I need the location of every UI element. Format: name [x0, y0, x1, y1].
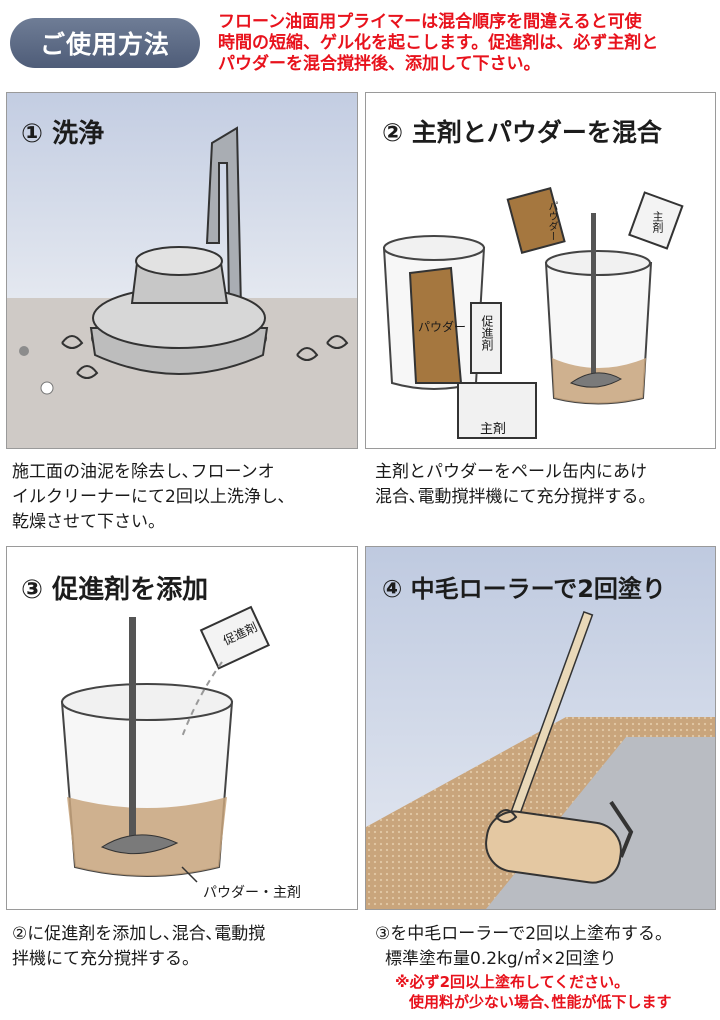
accelerator-drawing: [7, 547, 357, 909]
step1-illustration: ① 洗浄: [6, 92, 358, 449]
page-title: ご使用方法: [10, 18, 200, 68]
step-title: ③ 促進剤を添加: [21, 575, 209, 605]
step2-caption: 主剤とパウダーをペール缶内にあけ 混合､電動撹拌機にて充分撹拌する。: [375, 460, 720, 510]
powder-small-label: パウダー: [546, 201, 557, 241]
powder-bag-label: パウダー: [418, 320, 467, 334]
caption-line: 乾燥させて下さい。: [12, 512, 165, 532]
roller-drawing: [366, 547, 715, 909]
step4-caption: ③を中毛ローラーで2回以上塗布する。 標準塗布量0.2kg/㎡×2回塗り: [375, 922, 720, 972]
warning-line: フローン油面用プライマーは混合順序を間違えると可使: [218, 12, 642, 32]
main-agent-box-label: 主剤: [480, 422, 507, 437]
step3-caption: ②に促進剤を添加し､混合､電動撹 拌機にて充分撹拌する。: [12, 922, 357, 972]
warning-line: 時間の短縮、ゲル化を起こします。促進剤は、必ず主剤と: [218, 33, 659, 53]
caption-line: 主剤とパウダーをペール缶内にあけ: [375, 462, 647, 482]
caption-line: 混合､電動撹拌機にて充分撹拌する。: [375, 487, 656, 507]
caption-line: 施工面の油泥を除去し､フローンオ: [12, 462, 275, 482]
warning-text: フローン油面用プライマーは混合順序を間違えると可使 時間の短縮、ゲル化を起こしま…: [218, 12, 718, 75]
step-title: ② 主剤とパウダーを混合: [382, 118, 662, 147]
step2-illustration: ② 主剤とパウダーを混合 パウダー 促進剤 主剤 主剤 パウダー: [365, 92, 716, 449]
note-line: ※必ず2回以上塗布してください。: [395, 973, 630, 991]
step1-caption: 施工面の油泥を除去し､フローンオ イルクリーナーにて2回以上洗浄し､ 乾燥させて…: [12, 460, 357, 535]
header: ご使用方法 フローン油面用プライマーは混合順序を間違えると可使 時間の短縮、ゲル…: [0, 0, 720, 88]
caption-line: ③を中毛ローラーで2回以上塗布する。: [375, 924, 673, 944]
step-title: ④ 中毛ローラーで2回塗り: [382, 575, 666, 603]
step4-note: ※必ず2回以上塗布してください。 使用料が少ない場合､性能が低下します: [395, 972, 672, 1012]
caption-line: ②に促進剤を添加し､混合､電動撹: [12, 924, 266, 944]
note-line: 使用料が少ない場合､性能が低下します: [409, 993, 672, 1011]
floor-cleaner-drawing: [7, 93, 357, 448]
step-title: ① 洗浄: [21, 119, 105, 149]
caption-line: イルクリーナーにて2回以上洗浄し､: [12, 487, 287, 507]
mixture-label: パウダー・主剤: [203, 885, 301, 901]
warning-line: パウダーを混合撹拌後、添加して下さい。: [218, 54, 541, 74]
main-agent-small-label: 主剤: [651, 211, 664, 233]
mixing-drawing: [366, 93, 715, 448]
step4-illustration: ④ 中毛ローラーで2回塗り: [365, 546, 716, 910]
caption-line: 標準塗布量0.2kg/㎡×2回塗り: [385, 949, 617, 969]
accelerator-can-label: 促進剤: [480, 315, 494, 351]
step3-illustration: ③ 促進剤を添加 促進剤 パウダー・主剤: [6, 546, 358, 910]
caption-line: 拌機にて充分撹拌する。: [12, 949, 199, 969]
